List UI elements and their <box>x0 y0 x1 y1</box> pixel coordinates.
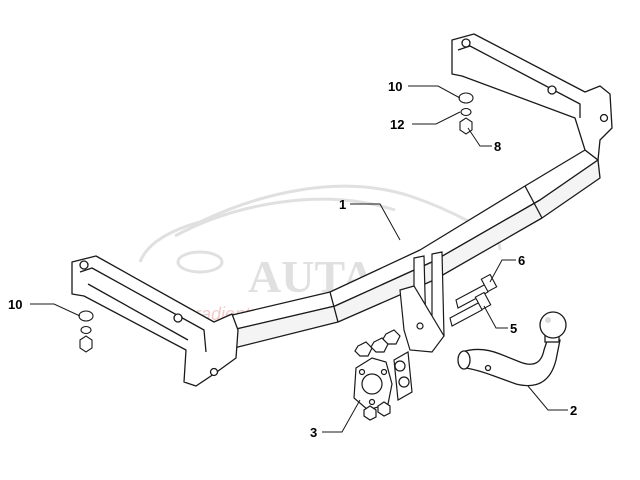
callout-2: 2 <box>570 403 577 418</box>
bolts <box>449 273 498 327</box>
washer-large <box>78 310 94 322</box>
left-bracket-inner <box>79 267 207 353</box>
neck-end <box>457 350 471 370</box>
callout-12: 12 <box>390 117 404 132</box>
washer-large <box>458 92 474 104</box>
fastener-stack-left <box>78 310 94 353</box>
callout-5: 5 <box>510 321 517 336</box>
bracket-hole <box>599 113 609 123</box>
fastener-stack-upper <box>458 92 474 135</box>
watermark-car-wheel <box>176 250 224 274</box>
leader-lines <box>30 85 568 433</box>
nut <box>377 401 391 417</box>
beam-segment-line <box>329 291 339 323</box>
tow-ball-highlight <box>545 317 551 323</box>
callout-1: 1 <box>339 197 346 212</box>
callout-10-left: 10 <box>8 297 22 312</box>
bolt-upper-head <box>480 273 498 293</box>
nut <box>382 329 401 345</box>
leader-1 <box>350 203 401 241</box>
bracket-hole <box>79 260 89 270</box>
bolt-lower-head <box>474 291 492 311</box>
leader-3 <box>322 399 361 433</box>
washer <box>394 360 406 372</box>
tow-ball-neck <box>457 311 567 387</box>
washer <box>398 376 410 388</box>
callout-10-upper: 10 <box>388 79 402 94</box>
ball-mount-plate <box>399 251 445 353</box>
callout-6: 6 <box>518 253 525 268</box>
nut-left <box>79 335 93 353</box>
socket-plate-center-hole <box>361 373 383 395</box>
socket-plate-bolt-hole <box>368 398 376 406</box>
washer-spring <box>80 325 92 335</box>
leader-10b <box>30 303 81 317</box>
nut <box>370 337 389 353</box>
socket-plate-flange <box>393 351 413 401</box>
washer-spring <box>460 107 472 117</box>
neck-arm <box>461 337 561 387</box>
callout-8: 8 <box>494 139 501 154</box>
bolt-lower <box>449 301 483 327</box>
nut <box>363 405 377 421</box>
beam-segment-line <box>524 185 543 219</box>
socket-plate <box>353 329 413 421</box>
leader-8 <box>467 127 492 147</box>
nut <box>354 341 373 357</box>
left-bracket-rib <box>87 283 189 341</box>
leader-12 <box>412 111 461 125</box>
socket-plate-bolt-hole <box>358 368 366 376</box>
leader-10a <box>408 85 461 99</box>
bracket-hole <box>173 313 183 323</box>
callout-labels: 1 2 3 5 6 8 10 10 12 <box>8 79 577 440</box>
mount-plate-base <box>399 285 445 353</box>
leader-6 <box>489 259 516 283</box>
bracket-hole <box>209 367 219 377</box>
socket-plate-bolt-hole <box>380 368 388 376</box>
right-side-bracket <box>451 33 613 161</box>
bracket-hole <box>547 85 557 95</box>
callout-3: 3 <box>310 425 317 440</box>
right-bracket-inner <box>457 45 581 118</box>
neck-lock-hole <box>484 364 492 372</box>
leader-2 <box>527 385 568 411</box>
leader-5 <box>483 305 508 329</box>
beam-front-face <box>231 159 601 349</box>
bracket-hole <box>461 38 471 48</box>
main-cross-beam <box>71 33 613 387</box>
tow-ball <box>539 311 567 339</box>
mount-plate-hole <box>416 322 424 330</box>
